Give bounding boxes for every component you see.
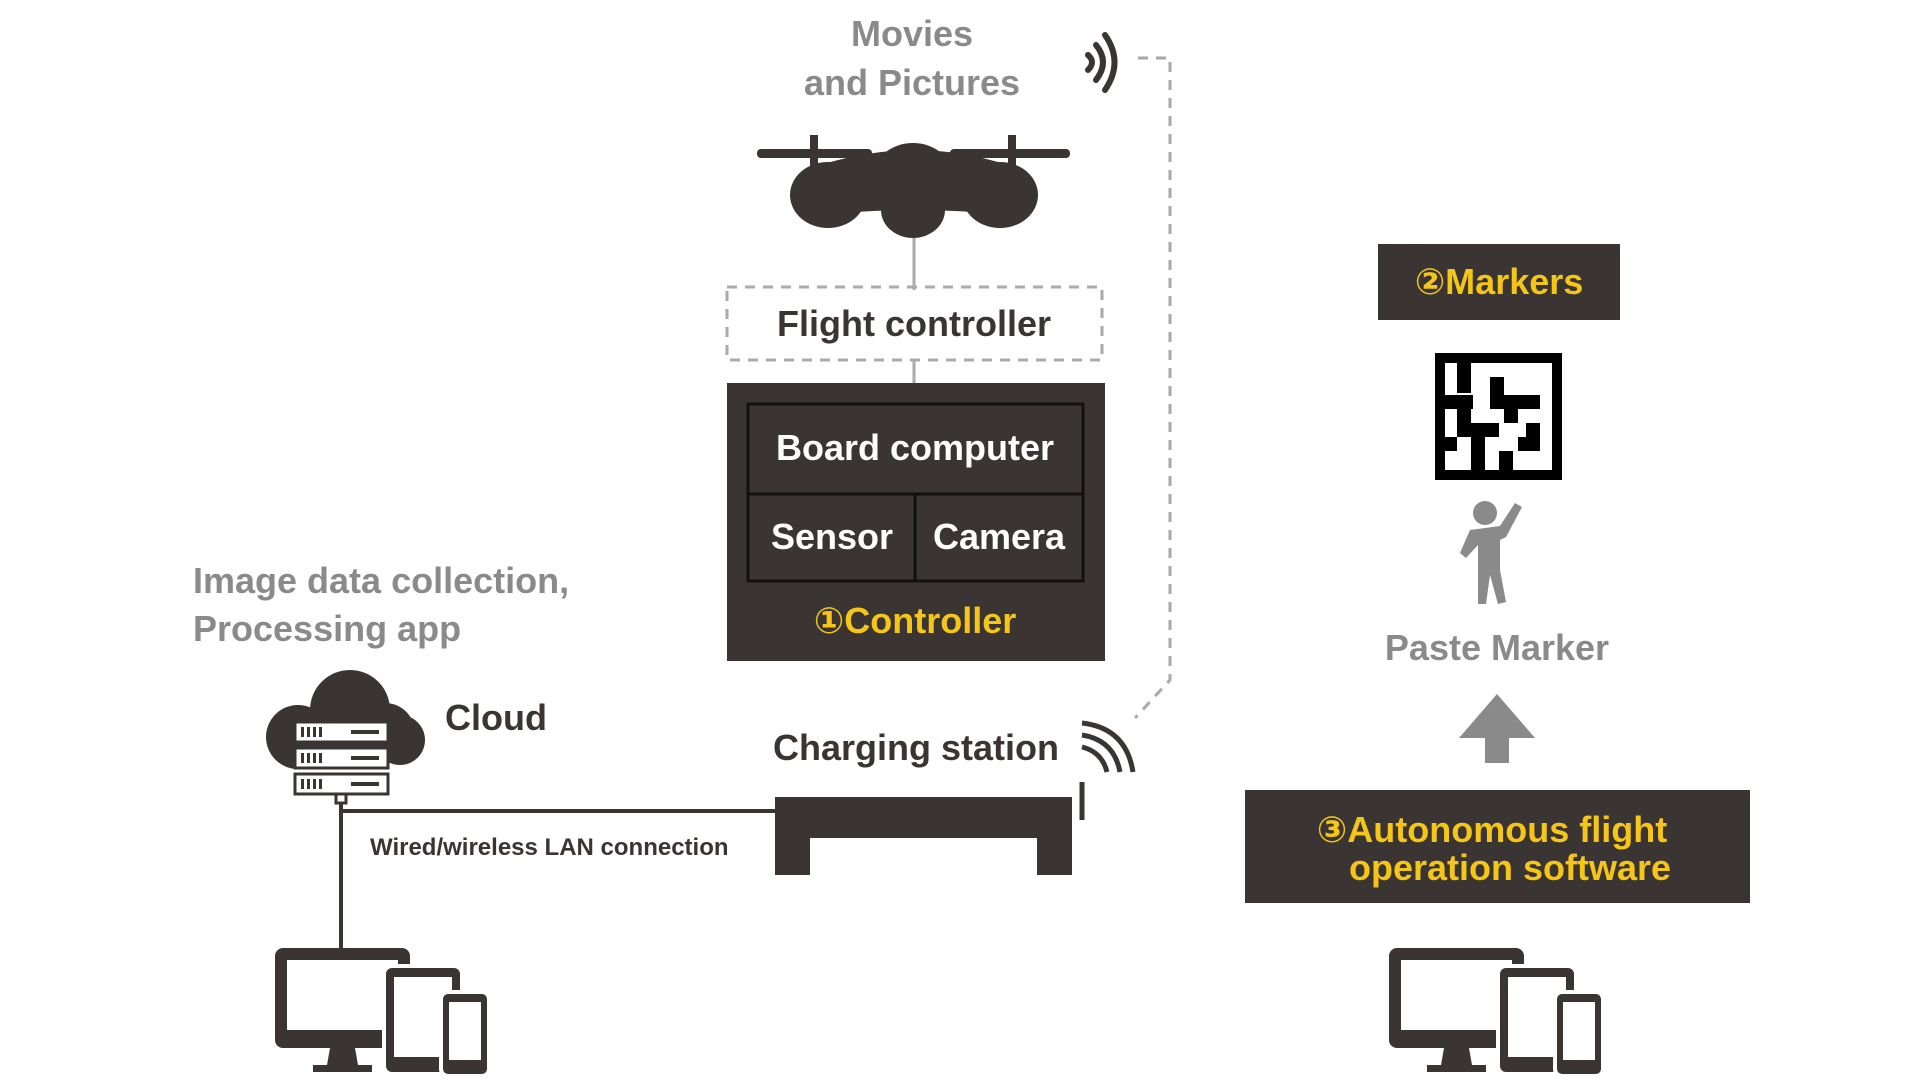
lan-connection-label: Wired/wireless LAN connection xyxy=(370,834,729,861)
paste-marker-label: Paste Marker xyxy=(1385,627,1609,668)
board-computer-label: Board computer xyxy=(776,427,1054,468)
person-icon xyxy=(1460,501,1522,604)
devices-icon-left xyxy=(275,948,491,1078)
sensor-label: Sensor xyxy=(771,516,893,557)
markers-box xyxy=(1378,244,1620,320)
charging-station-label: Charging station xyxy=(773,727,1059,768)
cloud-label: Cloud xyxy=(445,697,547,738)
flight-controller-label: Flight controller xyxy=(777,303,1051,344)
cloud-server-icon xyxy=(266,670,425,805)
marker-qr-icon xyxy=(1435,353,1562,480)
up-arrow-icon xyxy=(1459,694,1535,763)
image-data-label-line2: Processing app xyxy=(193,608,461,649)
image-data-label-line1: Image data collection, xyxy=(193,560,569,601)
drone-wireless-icon xyxy=(1085,32,1118,93)
markers-label: ②Markers xyxy=(1415,261,1584,302)
drone-icon xyxy=(757,135,1070,238)
charging-station-icon xyxy=(775,797,1072,875)
movies-label-line1: Movies xyxy=(851,13,973,54)
wireless-dashed-link xyxy=(1133,56,1172,720)
software-label-line1: ③Autonomous flight xyxy=(1317,809,1667,850)
devices-icon-right xyxy=(1389,948,1605,1078)
software-label-line2: operation software xyxy=(1349,847,1671,888)
movies-label-line2: and Pictures xyxy=(804,62,1020,103)
camera-label: Camera xyxy=(933,516,1066,557)
controller-label: ①Controller xyxy=(814,600,1016,641)
charging-wireless-icon xyxy=(1081,720,1136,773)
software-box xyxy=(1245,790,1750,903)
camera-cell xyxy=(913,492,1085,583)
